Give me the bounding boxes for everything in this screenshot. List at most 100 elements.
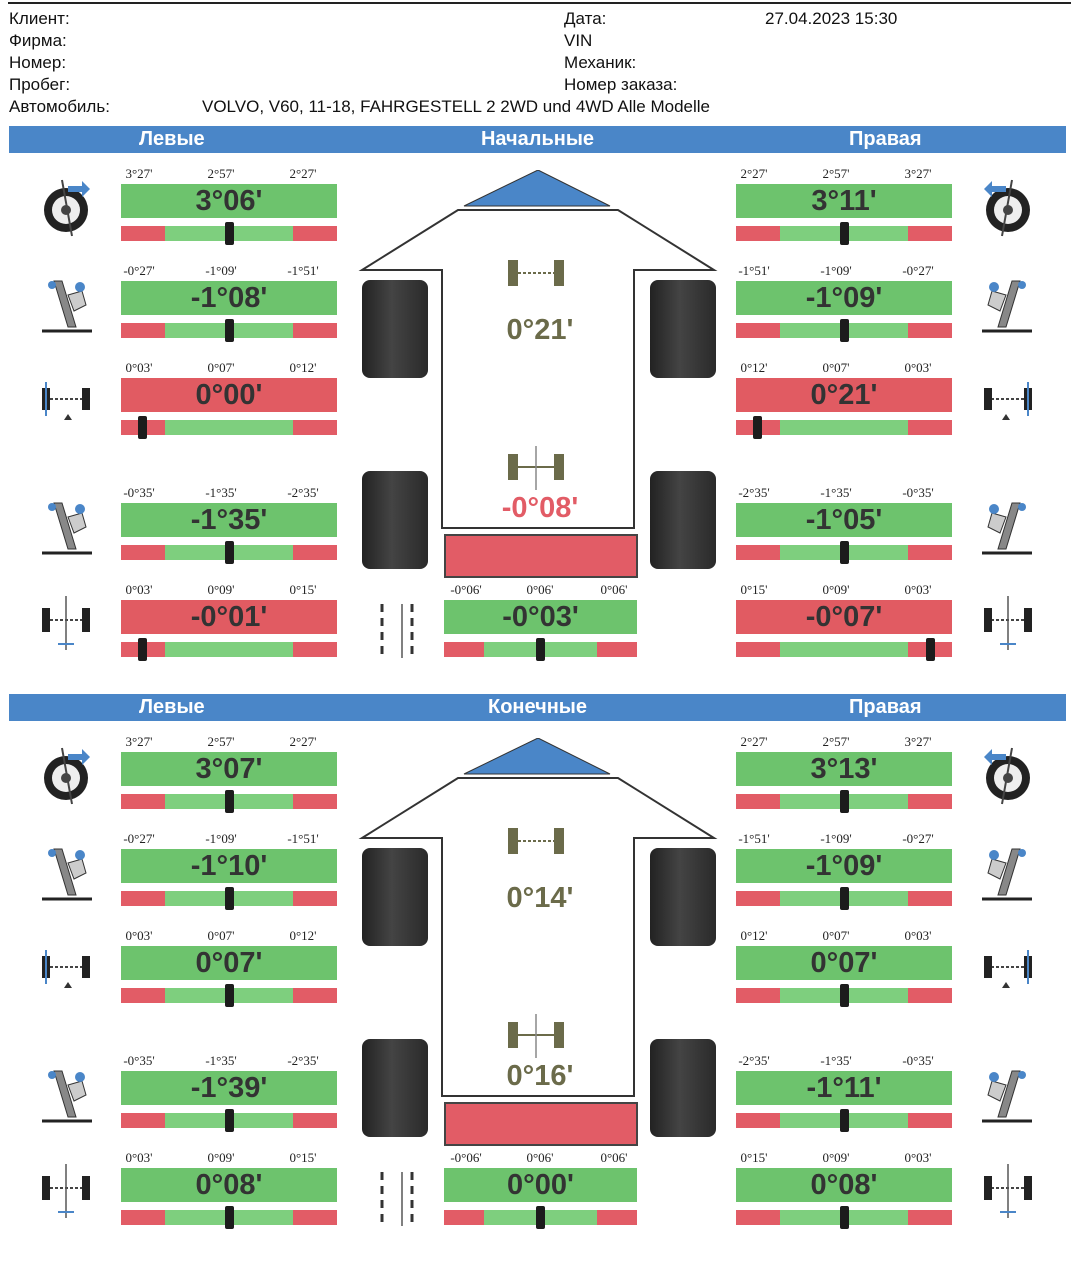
range-high-zone	[908, 226, 952, 241]
left-tick: 0°07'	[207, 360, 235, 375]
thrust-tick-2: 0°06'	[600, 582, 628, 597]
left-tick: -1°09'	[205, 831, 237, 846]
range-marker	[839, 1206, 849, 1229]
number-label: Номер:	[9, 53, 67, 72]
vehicle-outline	[358, 738, 718, 1097]
range-high-zone	[908, 545, 952, 560]
left-measurement-value: 3°06'	[121, 184, 337, 218]
right-range-bar	[736, 790, 952, 813]
range-low-zone	[736, 1210, 780, 1225]
left-tick: 0°03'	[125, 582, 153, 597]
range-low-zone	[736, 545, 780, 560]
left-measurement-value: -1°35'	[121, 503, 337, 537]
left-tick: 3°27'	[125, 166, 153, 181]
right-tick: 2°27'	[740, 166, 768, 181]
right-measurement-value: 0°07'	[736, 946, 952, 980]
range-low-zone	[736, 988, 780, 1003]
right-measurement-value: 0°08'	[736, 1168, 952, 1202]
left-measurement-value: 0°07'	[121, 946, 337, 980]
right-tick: 2°27'	[740, 734, 768, 749]
left-tick: -1°51'	[287, 263, 319, 278]
client-label: Клиент:	[9, 9, 70, 28]
range-low-zone	[121, 323, 165, 338]
date-label: Дата:	[564, 9, 607, 28]
right-tick: -0°35'	[902, 485, 934, 500]
range-marker	[536, 1206, 545, 1229]
left-measurement-value: 3°07'	[121, 752, 337, 786]
range-marker	[839, 790, 849, 813]
left-range-bar	[121, 984, 337, 1007]
right-tick: 3°27'	[904, 734, 932, 749]
range-low-zone	[736, 642, 780, 657]
right-tick: -1°51'	[738, 263, 770, 278]
right-tick: -2°35'	[738, 1053, 770, 1068]
right-tick: 0°15'	[740, 1150, 768, 1165]
front-total-toe: 0°21'	[506, 314, 574, 346]
top-rule	[8, 2, 1071, 4]
left-range-bar	[121, 790, 337, 813]
range-high-zone	[597, 1210, 637, 1225]
range-low-zone	[121, 794, 165, 809]
date-value: 27.04.2023 15:30	[765, 9, 898, 28]
range-low-zone	[121, 988, 165, 1003]
section-title-left: Левые	[139, 696, 205, 718]
range-high-zone	[908, 1210, 952, 1225]
left-tick: 2°57'	[207, 734, 235, 749]
mileage-label: Пробег:	[9, 75, 71, 94]
left-tick: -2°35'	[287, 1053, 319, 1068]
left-tick: -0°27'	[123, 831, 155, 846]
range-high-zone	[597, 642, 637, 657]
left-tick: -1°51'	[287, 831, 319, 846]
range-low-zone	[121, 226, 165, 241]
rear-axle-icon	[500, 1014, 572, 1058]
caster-suspension-icon	[38, 1063, 94, 1125]
right-tick: -0°27'	[902, 263, 934, 278]
left-tick: -1°09'	[205, 263, 237, 278]
right-measurement-value: 3°11'	[736, 184, 952, 218]
right-tick: 0°03'	[904, 360, 932, 375]
thrust-tick-0: -0°06'	[450, 1150, 482, 1165]
right-tick: -1°09'	[820, 263, 852, 278]
left-measurement-value: -0°01'	[121, 600, 337, 634]
range-high-zone	[293, 420, 337, 435]
left-tick: 2°27'	[289, 166, 317, 181]
right-range-bar	[736, 638, 952, 661]
front-total-toe: 0°14'	[506, 882, 574, 914]
section-title-right: Правая	[849, 696, 922, 718]
section-title-right: Правая	[849, 128, 922, 150]
tire-2	[362, 471, 428, 569]
camber-wheel-icon	[980, 744, 1036, 806]
tire-0	[362, 848, 428, 946]
range-low-zone	[736, 226, 780, 241]
firm-label: Фирма:	[9, 31, 67, 50]
thrust-tick-1: 0°06'	[526, 1150, 554, 1165]
tire-1	[650, 848, 716, 946]
left-measurement-value: -1°08'	[121, 281, 337, 315]
right-tick: -1°51'	[738, 831, 770, 846]
range-marker	[536, 638, 545, 661]
right-tick: 0°09'	[822, 1150, 850, 1165]
section-title-center: Конечные	[487, 696, 588, 718]
right-range-bar	[736, 1109, 952, 1132]
range-low-zone	[736, 323, 780, 338]
left-measurement-value: -1°10'	[121, 849, 337, 883]
right-measurement-value: 3°13'	[736, 752, 952, 786]
range-marker	[839, 1109, 849, 1132]
left-range-bar	[121, 1109, 337, 1132]
right-measurement-value: -1°05'	[736, 503, 952, 537]
range-low-zone	[121, 891, 165, 906]
range-low-zone	[444, 1210, 484, 1225]
order-number-label: Номер заказа:	[564, 75, 678, 94]
left-tick: -1°35'	[205, 1053, 237, 1068]
car-label: Автомобиль:	[9, 97, 110, 116]
right-range-bar	[736, 222, 952, 245]
section-title-left: Левые	[139, 128, 205, 150]
left-tick: -0°35'	[123, 1053, 155, 1068]
left-tick: -2°35'	[287, 485, 319, 500]
caster-suspension-icon	[38, 273, 94, 335]
left-range-bar	[121, 416, 337, 439]
caster-suspension-icon	[980, 841, 1036, 903]
tire-3	[650, 471, 716, 569]
left-range-bar	[121, 638, 337, 661]
